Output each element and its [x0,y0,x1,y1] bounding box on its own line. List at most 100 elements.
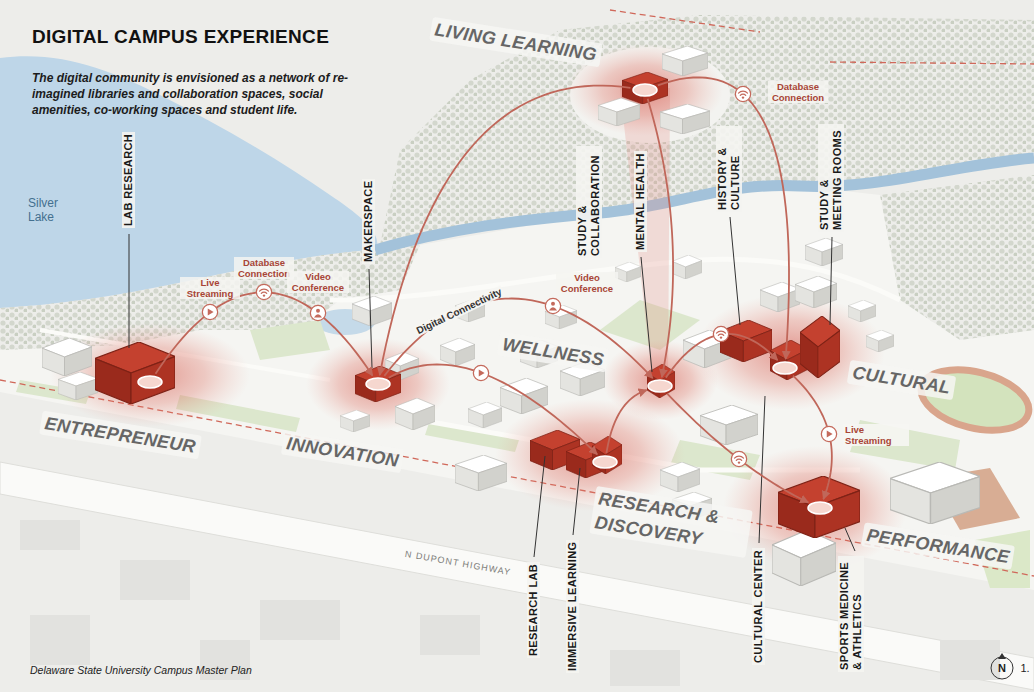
hub-marker [592,455,618,469]
district-hub: LIVING LEARNING [632,83,658,97]
offsite-building [940,640,1000,680]
connection-arc [156,292,373,375]
campus-building [340,410,370,432]
campus-building [500,378,548,414]
leader-line [641,257,652,372]
river [375,158,1034,250]
offsite-building [610,650,680,686]
building-label: MAKERSPACE [362,179,375,264]
river [375,158,1034,250]
connection-arc [648,99,673,377]
district-hub: RESEARCH & DISCOVERY [592,455,618,469]
hub-marker [773,362,797,374]
hub-marker [647,379,673,393]
campus-building [615,262,641,282]
description-text: The digital community is envisioned as a… [32,70,382,118]
district-label: CULTURAL [847,360,956,400]
hub-marker [772,361,798,375]
hub-marker [633,84,657,96]
north-arrow [991,657,1013,679]
hub-building [720,320,772,362]
connection-label: Digital Connectivity [413,285,506,337]
campus-building [848,300,876,322]
tree-area [0,15,1034,350]
leader-line [573,468,580,535]
connection-icon [202,304,217,319]
page-number: 1. [1020,662,1029,674]
hub-marker [366,378,390,390]
district-label: PERFORMANCE [861,522,1015,570]
connection-icon [202,86,836,466]
campus-building [890,462,980,524]
icon-label: Database Connection [768,81,828,103]
lawn [250,320,330,360]
district-label: LIVING LEARNING [429,17,602,68]
road-label: N DUPONT HIGHWAY [404,549,511,577]
boundary-line [830,62,1034,64]
district-label: ENTREPRENEUR [39,411,201,460]
building-label: CULTURAL CENTER [752,548,765,665]
hub-glow [50,44,907,570]
hub-building [778,476,860,538]
connection-arc [658,77,789,359]
leader-line [534,456,545,557]
district-hub: WELLNESS [647,379,673,393]
campus-building [760,282,800,312]
connection-group [156,77,832,502]
district-label: INNOVATION [281,431,405,474]
campus-building [662,46,708,76]
district-hub: PERFORMANCE [807,501,833,515]
campus-building [772,530,836,586]
hub-marker [593,456,617,468]
district-label: RESEARCH & DISCOVERY [589,486,753,558]
campus-building [805,238,843,266]
campus-building [455,455,507,491]
connection-arc [389,364,597,454]
district-label: WELLNESS [497,332,610,373]
hub-marker [137,375,163,389]
hub-marker [632,83,658,97]
campus-building [352,296,392,326]
hub-building [800,316,840,378]
building-label: HISTORY & CULTURE [716,126,742,212]
campus-building [440,338,475,366]
leader-line [830,237,832,325]
connection-arc [667,394,808,503]
connection-icon [735,86,750,101]
campus-building [598,98,640,126]
connection-icon [473,365,488,380]
boundary-line [0,10,1034,576]
title: DIGITAL CAMPUS EXPERIENCE [32,26,329,48]
campus-building [660,462,700,492]
campus-building [866,330,894,352]
campus-building [700,405,758,445]
leader-line [129,217,855,557]
campus-building [58,372,98,400]
tree-area [880,175,1034,340]
hub-marker [365,377,391,391]
building-label: IMMERSIVE LEARNING [566,540,579,673]
connection-icon [256,284,271,299]
building-label: SPORTS MEDICINE & ATHLETICS [838,556,864,672]
building-label: STUDY & MEETING ROOMS [818,124,844,232]
campus-building [660,104,710,134]
icon-label: Video Conference [556,272,618,294]
hub-building [355,366,401,402]
connection-label: Live Streaming [843,424,909,446]
connection-icon [821,426,836,441]
leader-line [730,217,740,325]
leader-line [369,269,372,368]
north-arrow [991,653,1013,679]
district-hub: ENTREPRENEUR [137,375,163,389]
offsite-building [30,615,90,665]
hub-glow [306,338,450,430]
campus-building [42,338,92,376]
campus-building [42,46,980,586]
icon-label: Live Streaming [180,277,240,299]
connection-icon [310,305,325,320]
district-hub: INNOVATION [365,377,391,391]
north-label: N [998,662,1006,674]
